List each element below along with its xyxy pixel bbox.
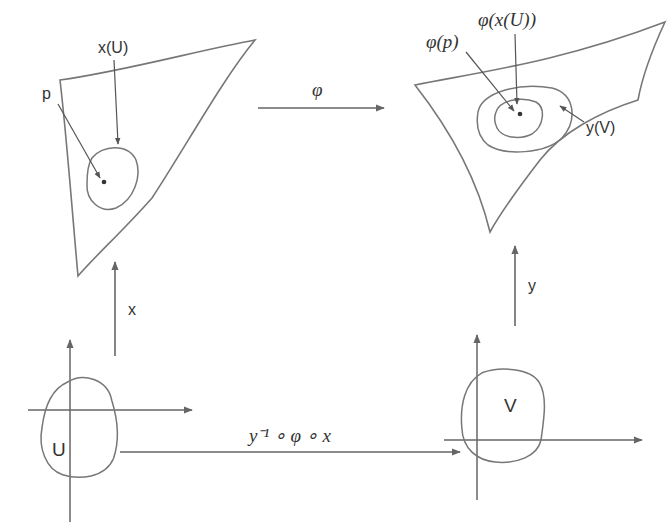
math-label: p [42,86,51,102]
math-label: φ(p) [426,32,459,51]
point-phi-p [518,112,523,117]
math-label: y [528,278,536,294]
domain-name: U [52,440,66,459]
map-arrow [114,262,116,356]
math-label: φ [312,80,323,99]
domain-outline [461,369,544,462]
axis [69,340,71,522]
domain-name: V [504,396,517,415]
chart-domain: V [460,368,548,464]
chart-image-region [477,86,572,152]
leader-line [560,106,584,122]
map-arrow [514,246,516,326]
map-arrow [258,107,384,109]
axis [476,335,478,500]
axis [28,409,192,411]
map-label: y⁻¹ ∘ φ ∘ x [246,425,334,446]
map-connector [120,451,460,453]
math-label: x [128,302,136,318]
chart-domain: U [38,374,120,480]
domain-outline [38,374,120,480]
chart-image-region [87,148,138,210]
math-label: y(V) [586,120,615,136]
leader-line [466,52,514,111]
axis [444,439,642,441]
leader-line [515,34,517,104]
math-label: x(U) [98,40,128,56]
mapped-region [495,99,543,137]
point-p [102,180,107,185]
domain-outline [41,378,118,478]
leader-line [114,60,118,144]
leader-line [58,104,100,178]
right-surface [415,22,665,232]
domain-outline [460,368,548,464]
math-label: φ(x(U)) [478,10,536,29]
